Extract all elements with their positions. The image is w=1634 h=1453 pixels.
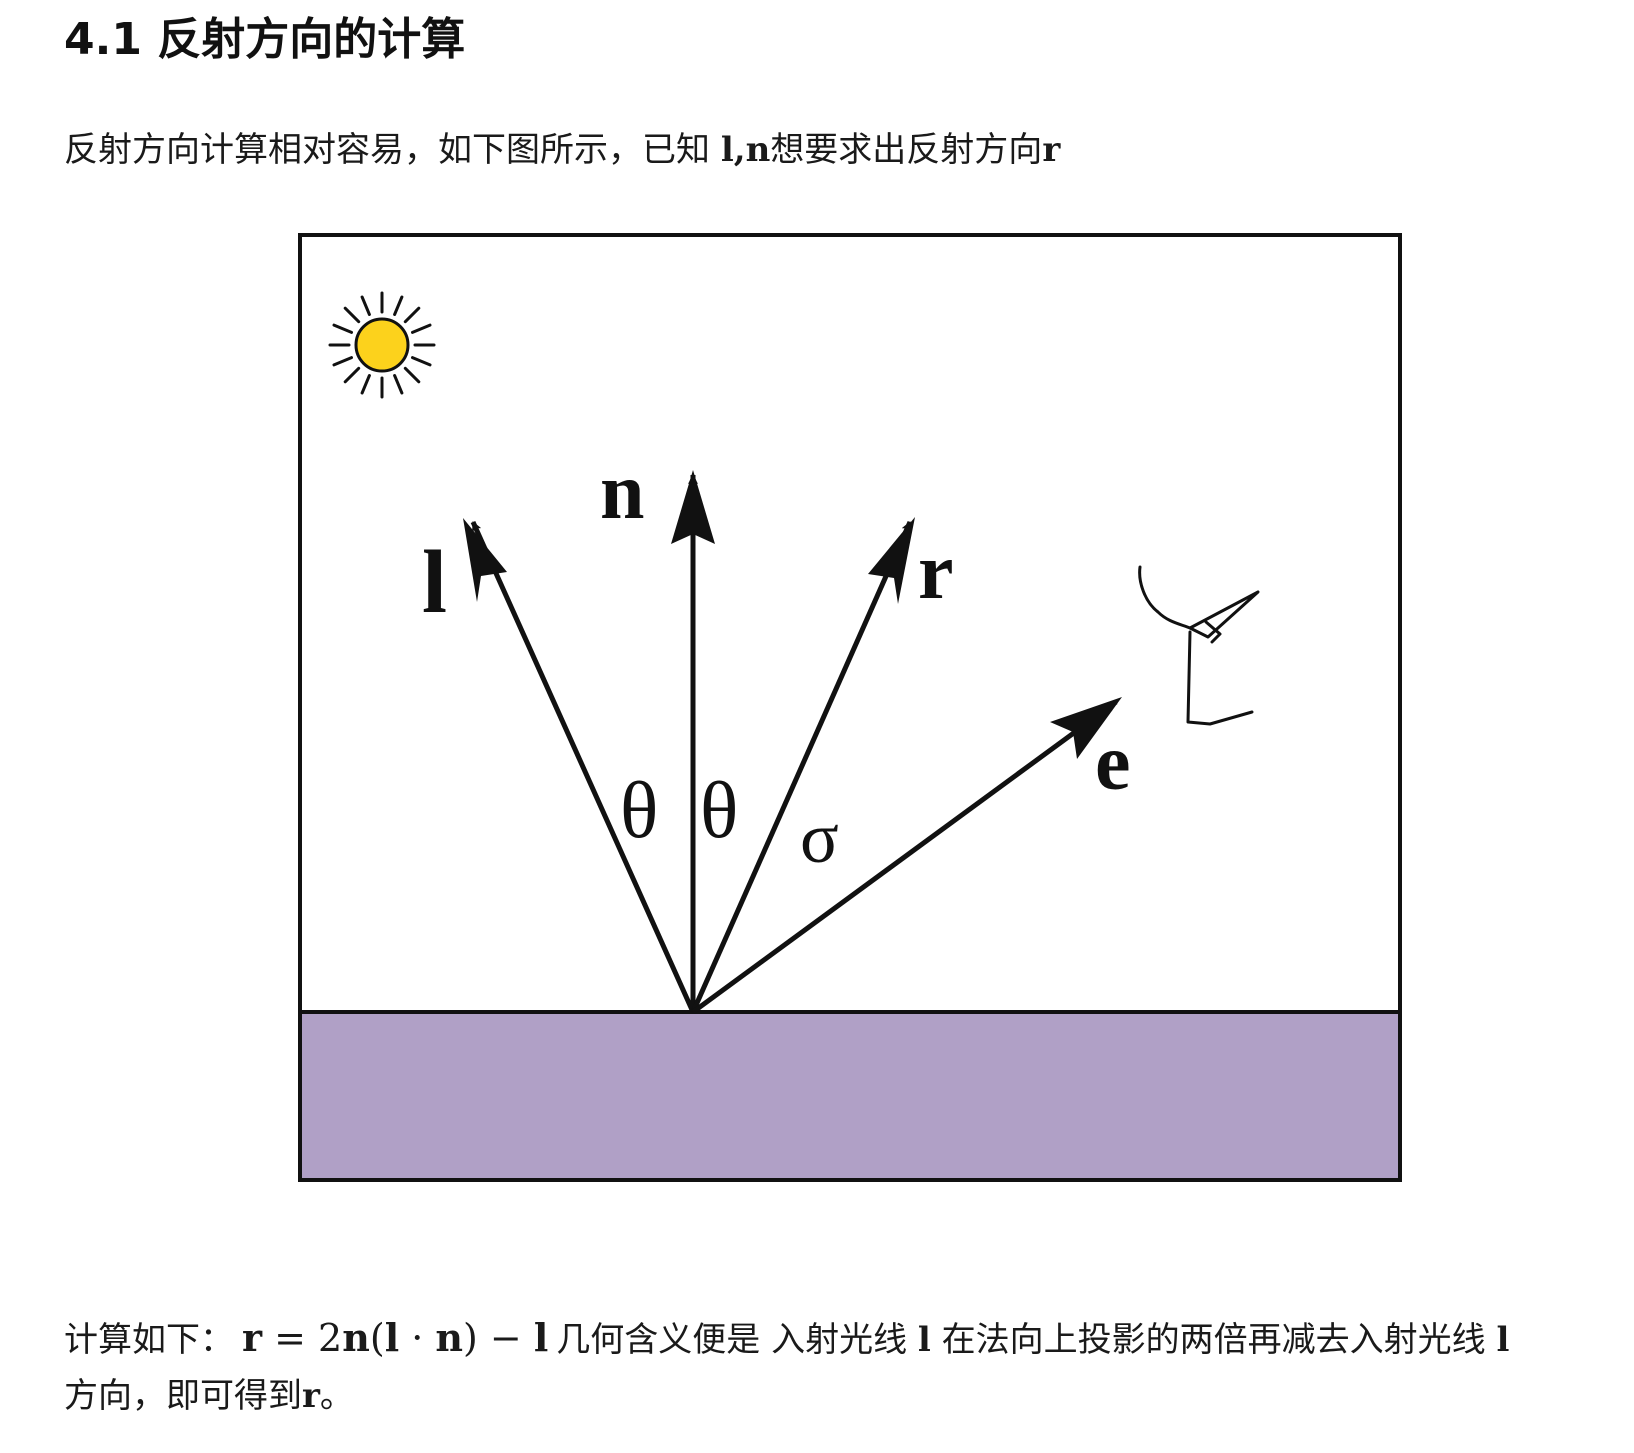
eye-icon bbox=[1138, 565, 1260, 726]
vector-l: l bbox=[720, 130, 734, 170]
formula-l4: l bbox=[1496, 1320, 1510, 1360]
formula-r: r bbox=[242, 1315, 263, 1360]
formula-minus: − bbox=[477, 1316, 534, 1360]
label-l: l bbox=[422, 533, 447, 632]
label-theta-right: θ bbox=[700, 767, 738, 855]
formula-l1: l bbox=[384, 1315, 400, 1360]
intro-paragraph: 反射方向计算相对容易，如下图所示，已知 l,n想要求出反射方向r bbox=[64, 125, 1060, 175]
formula-r2: r bbox=[302, 1376, 320, 1416]
section-heading: 4.1 反射方向的计算 bbox=[64, 14, 466, 65]
arrowhead-r bbox=[868, 517, 915, 604]
formula-n1: n bbox=[342, 1315, 370, 1360]
label-theta-left: θ bbox=[620, 767, 658, 855]
vector-l-arrow bbox=[470, 520, 696, 1014]
label-e: e bbox=[1095, 719, 1131, 807]
sun-icon bbox=[328, 291, 436, 399]
formula-dot: · bbox=[399, 1316, 436, 1360]
label-n: n bbox=[600, 448, 645, 536]
vector-r: r bbox=[1042, 130, 1061, 170]
reflection-formula: r = 2n(l · n) − l bbox=[242, 1315, 549, 1360]
formula-text-2: 在法向上投影的两倍再减去入射光线 bbox=[930, 1320, 1497, 1360]
formula-close-paren: ) bbox=[463, 1316, 478, 1360]
vector-e-arrow bbox=[691, 699, 1118, 1015]
formula-open-paren: ( bbox=[369, 1316, 385, 1360]
vector-r-arrow bbox=[690, 520, 913, 1014]
formula-text-1: 几何含义便是 入射光线 bbox=[556, 1320, 918, 1360]
formula-eq: = 2 bbox=[262, 1316, 343, 1360]
formula-text-3: 方向，即可得到 bbox=[64, 1376, 302, 1416]
intro-text: 反射方向计算相对容易，如下图所示，已知 bbox=[64, 130, 721, 170]
arrowhead-n bbox=[671, 470, 715, 544]
reflection-diagram: l n r e θ θ σ bbox=[290, 232, 1410, 1242]
formula-l3: l bbox=[917, 1320, 931, 1360]
comma: , bbox=[733, 130, 746, 170]
label-r: r bbox=[918, 528, 954, 616]
surface bbox=[298, 1010, 1402, 1182]
formula-prefix: 计算如下： bbox=[64, 1320, 234, 1360]
intro-text-2: 想要求出反射方向 bbox=[770, 130, 1043, 170]
arrowhead-l bbox=[463, 518, 507, 602]
label-sigma: σ bbox=[800, 798, 839, 878]
formula-n2: n bbox=[435, 1315, 464, 1360]
formula-l2: l bbox=[533, 1315, 549, 1360]
arrowhead-e bbox=[1050, 697, 1122, 759]
vector-n: n bbox=[745, 130, 771, 170]
formula-end: 。 bbox=[319, 1376, 354, 1416]
